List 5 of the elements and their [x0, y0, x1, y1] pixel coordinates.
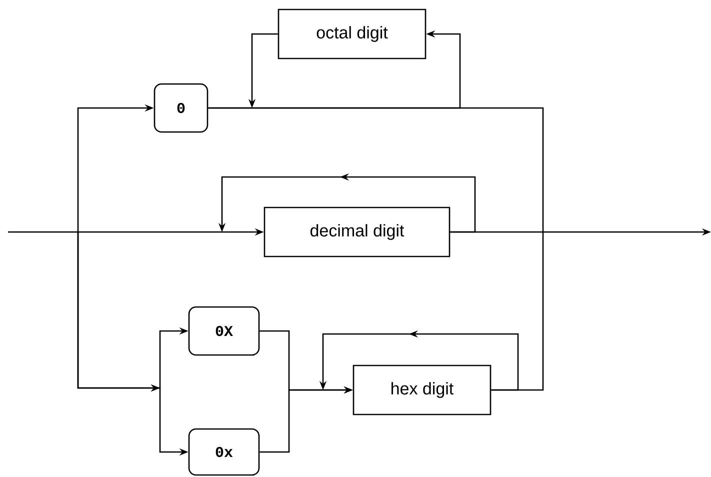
- keyword-box: 0x: [188, 428, 260, 476]
- connector: [208, 107, 544, 232]
- keyword-box: 0: [154, 83, 208, 133]
- keyword-box: 0X: [188, 306, 260, 356]
- connector: [491, 232, 544, 391]
